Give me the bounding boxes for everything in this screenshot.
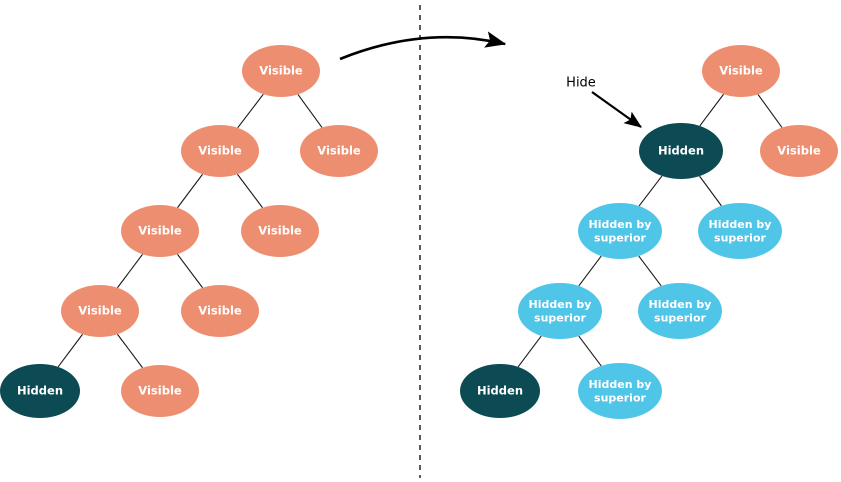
- node-ellipse: [300, 125, 378, 177]
- hide-annotation-arrow: [591, 91, 642, 128]
- tree-edge: [699, 175, 722, 207]
- tree-node-visible[interactable]: Visible: [181, 285, 259, 337]
- transition-curved-arrow: [339, 31, 507, 61]
- tree-node-hidden[interactable]: Hidden: [0, 364, 80, 418]
- node-ellipse: [578, 203, 662, 259]
- tree-node-visible[interactable]: Visible: [242, 45, 320, 97]
- tree-edge: [578, 255, 602, 287]
- node-ellipse: [181, 285, 259, 337]
- node-ellipse: [518, 283, 602, 339]
- tree-edge: [638, 255, 662, 287]
- tree-edge: [638, 175, 663, 207]
- tree-edge: [517, 335, 542, 368]
- tree-node-visible[interactable]: Visible: [121, 205, 199, 257]
- node-ellipse: [241, 205, 319, 257]
- node-ellipse: [702, 45, 780, 97]
- tree-node-visible[interactable]: Visible: [241, 205, 319, 257]
- tree-edge: [117, 253, 143, 289]
- tree-edge: [237, 173, 263, 209]
- tree-edge: [578, 335, 602, 367]
- tree-node-visible[interactable]: Visible: [181, 125, 259, 177]
- tree-edge: [117, 333, 143, 369]
- tree-node-visible[interactable]: Visible: [121, 365, 199, 417]
- node-ellipse: [121, 205, 199, 257]
- node-ellipse: [578, 363, 662, 419]
- tree-node-hidden[interactable]: Hidden: [639, 123, 723, 179]
- tree-node-visible[interactable]: Visible: [760, 125, 838, 177]
- tree-node-visible[interactable]: Visible: [702, 45, 780, 97]
- left-tree-edges: [57, 93, 323, 369]
- node-ellipse: [61, 285, 139, 337]
- node-ellipse: [121, 365, 199, 417]
- tree-node-visible[interactable]: Visible: [300, 125, 378, 177]
- hide-annotation-label: Hide: [566, 76, 596, 91]
- node-ellipse: [760, 125, 838, 177]
- tree-edge: [757, 94, 783, 128]
- tree-edge: [177, 173, 203, 209]
- node-ellipse: [638, 283, 722, 339]
- node-ellipse: [460, 364, 540, 418]
- tree-edge: [297, 94, 323, 128]
- node-ellipse: [242, 45, 320, 97]
- node-ellipse: [0, 364, 80, 418]
- tree-edge: [699, 93, 724, 127]
- tree-node-visible[interactable]: Visible: [61, 285, 139, 337]
- node-ellipse: [698, 203, 782, 259]
- right-tree-edges: [517, 93, 783, 368]
- tree-edge: [177, 253, 203, 289]
- tree-edge: [237, 93, 264, 129]
- node-ellipse: [639, 123, 723, 179]
- tree-node-hidden[interactable]: Hidden: [460, 364, 540, 418]
- node-ellipse: [181, 125, 259, 177]
- tree-edge: [57, 333, 83, 368]
